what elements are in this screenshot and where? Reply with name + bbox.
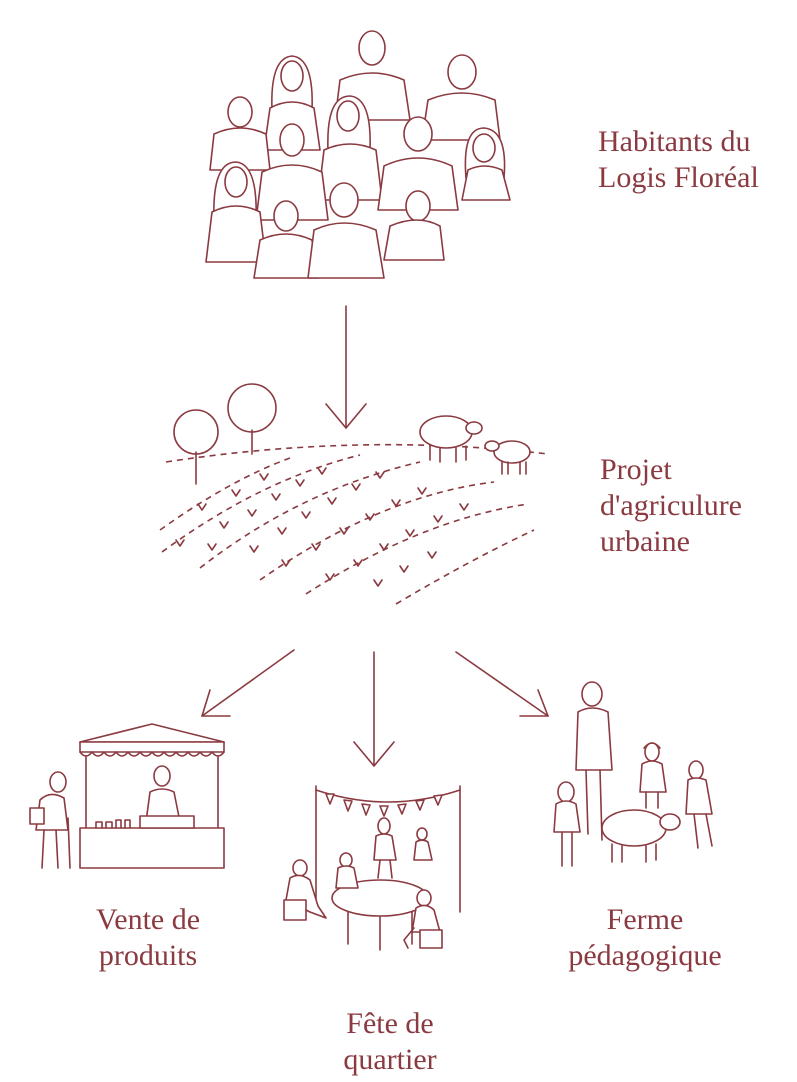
- arrow-to-sale: [201, 649, 295, 717]
- sale-label: Vente de produits: [95, 903, 201, 972]
- crowd-of-people-icon: [205, 30, 511, 279]
- arrow-to-party: [353, 651, 395, 767]
- farm-project-label: Projet d'agriculure urbaine: [600, 453, 743, 558]
- field-with-sheep-icon: [159, 383, 549, 605]
- party-label: Fête de quartier: [343, 1007, 437, 1076]
- arrow-to-farm-project: [325, 305, 367, 429]
- family-with-sheep-icon: [553, 681, 713, 867]
- educational-farm-label: Ferme pédagogique: [568, 903, 722, 972]
- neighborhood-party-icon: [283, 785, 461, 951]
- market-stall-icon: [29, 723, 225, 869]
- arrow-to-educational-farm: [455, 651, 549, 717]
- residents-label: Habitants du Logis Floréal: [598, 125, 759, 194]
